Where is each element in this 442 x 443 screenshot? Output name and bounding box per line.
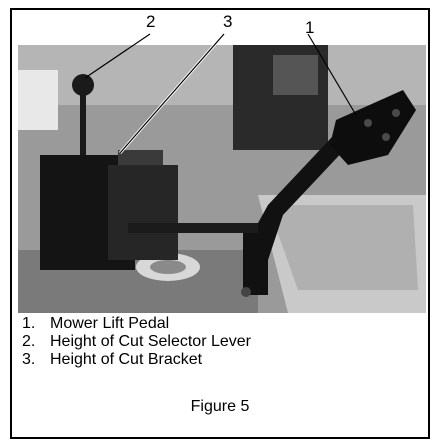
callout-1: 1 <box>305 18 315 37</box>
legend-number: 2. <box>22 333 36 350</box>
pedal-bolt <box>382 133 390 141</box>
pedal-bolt <box>392 109 400 117</box>
figure-caption: Figure 5 <box>190 398 250 415</box>
legend-text: Height of Cut Bracket <box>50 351 203 368</box>
link-rod <box>128 223 258 233</box>
legend-text: Mower Lift Pedal <box>50 315 170 332</box>
legend-number: 1. <box>22 315 36 332</box>
legend-text: Height of Cut Selector Lever <box>50 333 251 350</box>
callout-2: 2 <box>146 12 156 31</box>
left-handle <box>18 70 58 130</box>
bracket-side <box>108 165 178 260</box>
base-bolt <box>241 287 251 297</box>
callout-3: 3 <box>223 12 233 31</box>
legend-number: 3. <box>22 351 36 368</box>
mower-lift-pedal-photo <box>18 45 426 313</box>
legend-item: 1. Mower Lift Pedal <box>22 315 251 333</box>
pedal-bolt <box>364 119 372 127</box>
pedal-arm <box>243 120 363 260</box>
bracket-top <box>118 150 163 165</box>
legend-item: 3. Height of Cut Bracket <box>22 351 251 369</box>
floor-plate-inner <box>268 205 418 290</box>
photo-illustration <box>18 45 426 313</box>
pedal-plate <box>330 90 416 165</box>
legend-item: 2. Height of Cut Selector Lever <box>22 333 251 351</box>
spring-center <box>150 260 186 274</box>
rear-panel-detail <box>273 55 318 95</box>
parts-legend: 1. Mower Lift Pedal 2. Height of Cut Sel… <box>22 315 251 369</box>
selector-lever-shaft <box>80 90 86 165</box>
pedal-arm-base <box>243 225 268 295</box>
selector-lever-knob <box>72 74 94 96</box>
